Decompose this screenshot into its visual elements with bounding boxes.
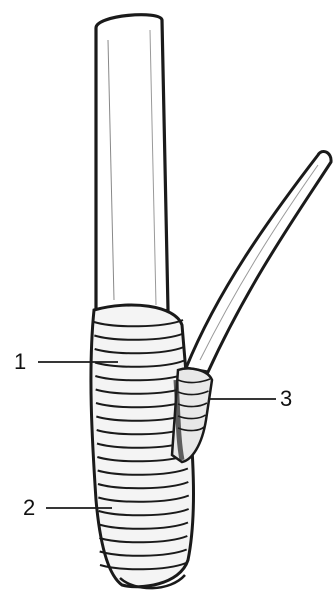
branch-tube	[186, 151, 331, 372]
callout-label-2: 2	[23, 497, 35, 519]
callout-label-3: 3	[280, 388, 292, 410]
branch-coil	[172, 368, 212, 462]
callout-label-1: 1	[14, 351, 26, 373]
main-tube	[96, 15, 168, 318]
